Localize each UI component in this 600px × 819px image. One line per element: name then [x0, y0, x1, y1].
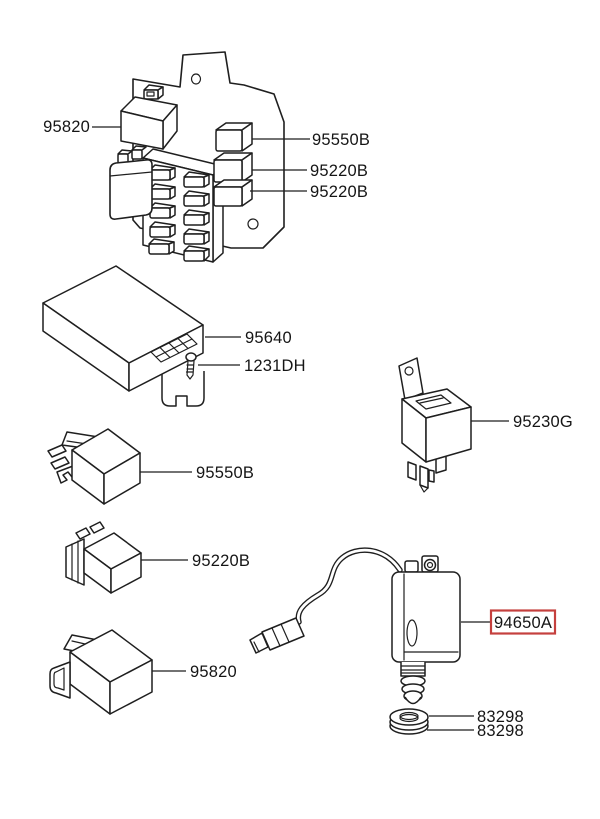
callout-95220b-top-2[interactable]: 95220B	[310, 183, 368, 201]
relay-95550b-drawing	[47, 428, 141, 505]
box-relay-95820	[120, 84, 178, 150]
fuse-box-drawing	[109, 51, 285, 263]
callout-95550b-top[interactable]: 95550B	[312, 131, 370, 149]
stop-lamp-switch-drawing	[249, 547, 461, 705]
box-relay-cubes	[213, 122, 253, 207]
highlight-box-94650a	[489, 609, 557, 635]
callout-1231dh[interactable]: 1231DH	[244, 357, 306, 375]
fuse-grid	[148, 164, 210, 262]
callout-95220b-top-1[interactable]: 95220B	[310, 162, 368, 180]
callout-95640[interactable]: 95640	[245, 329, 292, 347]
callout-95220b-mid[interactable]: 95220B	[192, 552, 250, 570]
callout-83298-top[interactable]: 83298	[477, 708, 524, 726]
control-module-drawing	[42, 265, 205, 407]
callout-94650a[interactable]: 94650A	[494, 614, 552, 632]
cable-connector	[249, 617, 305, 654]
washer-drawing	[389, 708, 429, 735]
callout-95550b-mid[interactable]: 95550B	[196, 464, 254, 482]
screw-drawing	[185, 352, 197, 380]
bracket-relay-drawing	[398, 357, 472, 493]
callout-83298-bottom[interactable]: 83298	[477, 722, 524, 740]
callout-95230g[interactable]: 95230G	[513, 413, 573, 431]
relay-95820-drawing	[49, 629, 153, 715]
callout-95820-top[interactable]: 95820	[43, 118, 90, 136]
box-side-relay	[109, 145, 153, 220]
connector-grid	[150, 333, 198, 363]
relay-95220b-drawing	[65, 521, 142, 594]
callout-95820-bottom[interactable]: 95820	[190, 663, 237, 681]
